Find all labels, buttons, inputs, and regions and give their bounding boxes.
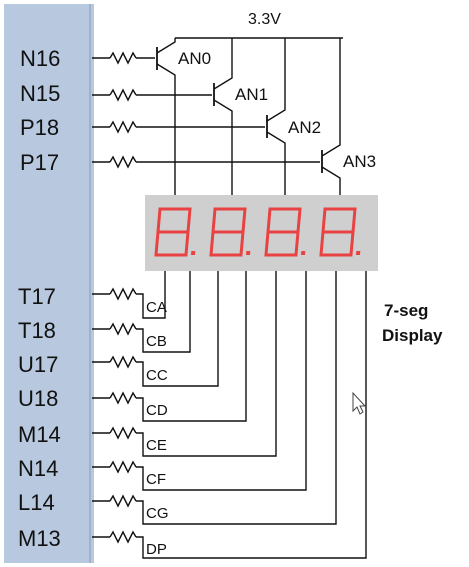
transistor-label-an1: AN1 <box>235 85 268 104</box>
transistor-label-an2: AN2 <box>288 118 321 137</box>
signal-label-cb: CB <box>146 333 167 350</box>
digit-1 <box>209 207 251 257</box>
signal-label-cd: CD <box>146 402 168 419</box>
digit-0 <box>154 207 196 257</box>
pin-label-an1: N15 <box>20 81 60 106</box>
pin-label-cb: T18 <box>18 318 56 343</box>
transistor-an2: AN2 <box>266 38 321 195</box>
decimal-point <box>190 251 196 255</box>
anode-wires <box>92 51 320 169</box>
pin-label-cc: U17 <box>18 352 58 377</box>
mouse-pointer-icon <box>352 391 367 415</box>
signal-label-ce: CE <box>146 437 167 454</box>
display-label-line1: 7-seg <box>384 301 428 320</box>
signal-label-dp: DP <box>146 541 167 558</box>
pin-label-dp: M13 <box>18 526 61 551</box>
pin-label-an0: N16 <box>20 46 60 71</box>
pin-label-cf: N14 <box>18 456 58 481</box>
pin-label-ce: M14 <box>18 422 61 447</box>
pin-label-an2: P18 <box>20 115 59 140</box>
pin-label-ca: T17 <box>18 284 56 309</box>
display-label-line2: Display <box>382 326 443 345</box>
signal-label-ca: CA <box>146 299 167 316</box>
digit-segment <box>264 207 302 257</box>
pin-label-an3: P17 <box>20 150 59 175</box>
signal-label-cf: CF <box>146 471 166 488</box>
digit-segment <box>319 207 357 257</box>
pin-label-cd: U18 <box>18 386 58 411</box>
decimal-point <box>245 251 251 255</box>
decimal-point <box>355 251 361 255</box>
pin-label-cg: L14 <box>18 490 55 515</box>
digit-segment <box>154 207 192 257</box>
segment-wires <box>92 271 367 559</box>
transistor-an3: AN3 <box>321 38 376 195</box>
fpga-panel <box>4 4 94 563</box>
transistor-an1: AN1 <box>213 38 268 195</box>
digit-group <box>154 207 361 257</box>
transistor-an0: AN0 <box>156 38 211 195</box>
transistor-label-an0: AN0 <box>178 49 211 68</box>
transistor-label-an3: AN3 <box>343 152 376 171</box>
digit-segment <box>209 207 247 257</box>
signal-label-cc: CC <box>146 367 168 384</box>
digit-3 <box>319 207 361 257</box>
signal-label-cg: CG <box>146 505 169 522</box>
digit-2 <box>264 207 306 257</box>
decimal-point <box>300 251 306 255</box>
power-label: 3.3V <box>248 11 281 28</box>
